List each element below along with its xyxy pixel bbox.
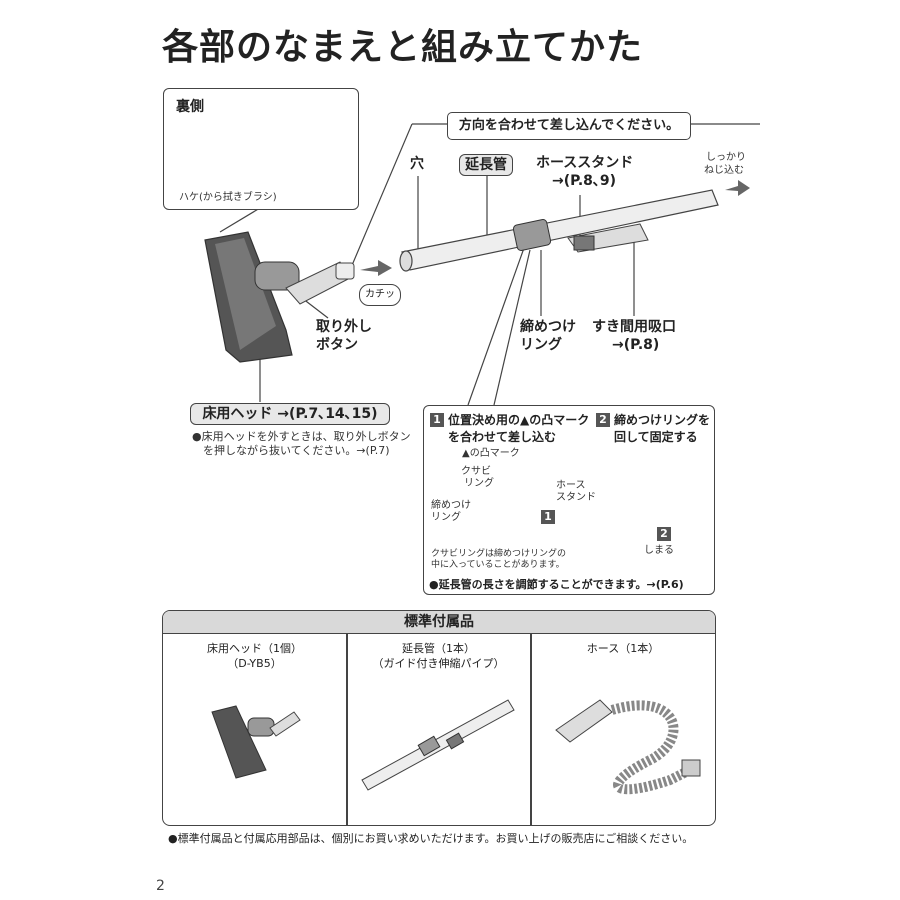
step2-title-2: 回して固定する — [614, 430, 698, 444]
floor-head-drawing — [204, 231, 355, 363]
pipe-label: 延長管 — [459, 154, 513, 176]
floor-head-label: 床用ヘッド →(P.7､14､15) — [190, 403, 390, 425]
kusabi-label: クサビ — [461, 466, 491, 477]
accessory-floor-head-drawing — [211, 705, 301, 779]
step-ring-label-2: リング — [431, 512, 461, 523]
screw-label-1: しっかり — [706, 152, 746, 163]
release-button-label-2: ボタン — [316, 337, 358, 353]
accessory-hose-drawing — [555, 699, 701, 795]
length-note: ●延長管の長さを調節することができます。→(P.6) — [429, 578, 684, 591]
floor-head-note-2: を押しながら抜いてください。→(P.7) — [203, 444, 390, 457]
step-hose-stand-label-2: スタンド — [556, 492, 596, 503]
hole-label: 穴 — [410, 156, 424, 172]
accessories-heading: 標準付属品 — [163, 611, 715, 634]
inset-heading: 裏側 — [176, 99, 204, 115]
tighten-label: しまる — [644, 545, 674, 556]
step-hose-stand-label: ホース — [556, 480, 586, 491]
arrow1-badge: 1 — [541, 510, 555, 524]
assembly-steps-box — [423, 405, 715, 595]
step2-number: 2 — [596, 413, 610, 427]
accessory-pipe: 延長管（1本） （ガイド付き伸縮パイプ） — [347, 633, 530, 825]
hose-stand-label: ホーススタンド — [536, 155, 634, 171]
arrow2-badge: 2 — [657, 527, 671, 541]
release-button-label: 取り外し — [316, 319, 372, 335]
accessory-floor-head: 床用ヘッド（1個） （D-YB5） — [163, 633, 346, 825]
page-title: 各部のなまえと組み立てかた — [162, 27, 644, 68]
accessory-floor-head-model: （D-YB5） — [227, 657, 282, 670]
accessory-floor-head-name: 床用ヘッド（1個） — [207, 642, 302, 655]
mark-label: ▲の凸マーク — [462, 448, 520, 459]
kusabi-note-2: 中に入っていることがあります。 — [431, 560, 565, 570]
crevice-label: すき間用吸口 — [592, 319, 676, 335]
ring-label-2: リング — [520, 337, 562, 353]
accessory-pipe-drawing — [361, 699, 515, 791]
page-number: 2 — [156, 878, 165, 894]
brush-label: ハケ(から拭きブラシ) — [179, 192, 277, 203]
floor-head-note-1: ●床用ヘッドを外すときは、取り外しボタン — [192, 430, 411, 443]
divider — [530, 633, 532, 825]
divider — [346, 633, 348, 825]
accessory-pipe-desc: （ガイド付き伸縮パイプ） — [372, 657, 505, 670]
accessory-pipe-name: 延長管（1本） — [402, 642, 475, 655]
insert-direction-callout: 方向を合わせて差し込んでください。 — [447, 112, 691, 140]
accessories-footnote: ●標準付属品と付属応用部品は、個別にお買い求めいただけます。お買い上げの販売店に… — [168, 832, 694, 845]
accessory-hose-name: ホース（1本） — [586, 642, 660, 655]
standard-accessories: 標準付属品 床用ヘッド（1個） （D-YB5） 延長管（1本） （ガイド付き伸縮… — [162, 610, 716, 826]
step1-number: 1 — [430, 413, 444, 427]
extension-pipe-drawing — [399, 189, 719, 272]
screw-label-2: ねじ込む — [704, 165, 744, 176]
step-ring-label: 締めつけ — [431, 500, 471, 511]
crevice-ref: →(P.8) — [612, 337, 660, 353]
insert-arrow — [360, 260, 392, 276]
click-label: カチッ — [359, 284, 401, 306]
screw-arrow — [725, 180, 750, 196]
step1-title-2: を合わせて差し込む — [448, 430, 557, 444]
bottom-side-inset — [163, 88, 359, 210]
kusabi-note-1: クサビリングは締めつけリングの — [431, 549, 567, 559]
ring-label: 締めつけ — [520, 319, 576, 335]
kusabi-label-2: リング — [464, 478, 494, 489]
hose-stand-ref: →(P.8､9) — [552, 173, 617, 189]
accessory-hose: ホース（1本） — [531, 633, 715, 825]
